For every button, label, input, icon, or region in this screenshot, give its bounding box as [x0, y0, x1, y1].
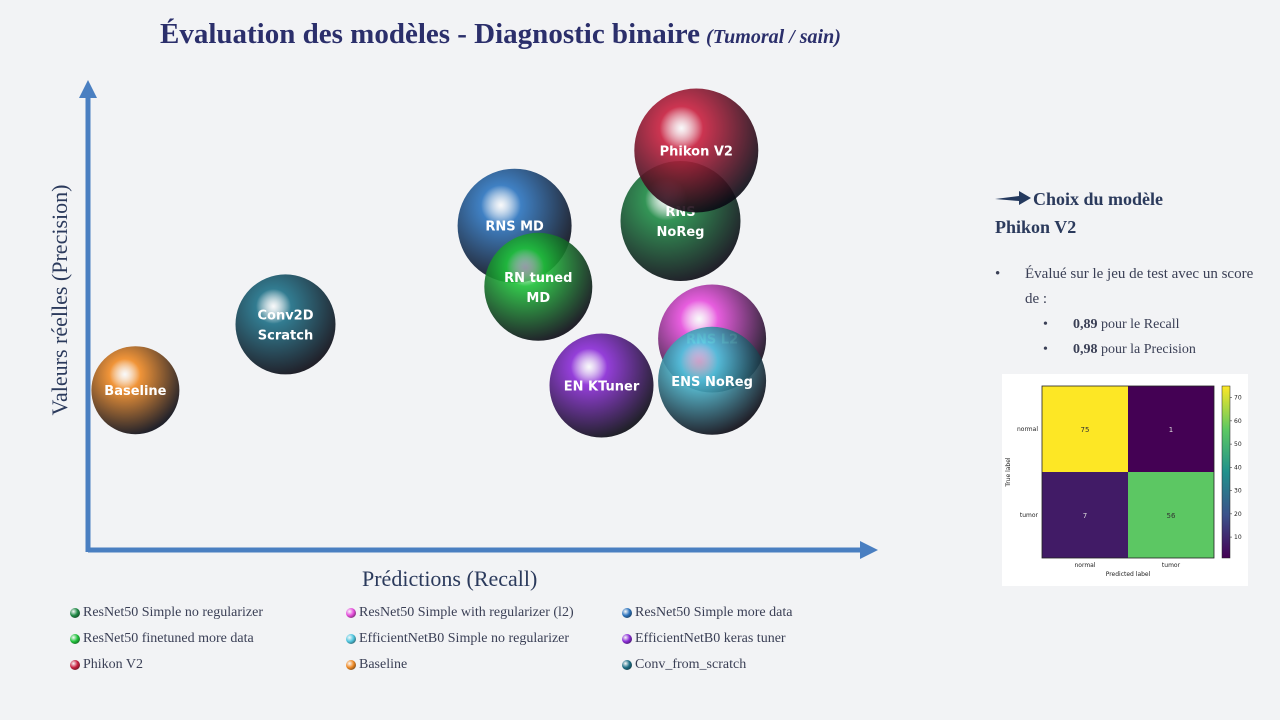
bubble-label: Phikon V2 — [660, 145, 733, 160]
cm-cell — [1128, 472, 1214, 558]
legend-label: Conv_from_scratch — [635, 657, 747, 672]
bubble-label: Baseline — [104, 384, 166, 399]
cm-colorbar-tick: 30 — [1234, 488, 1242, 495]
legend-item: EfficientNetB0 Simple no regularizer — [346, 630, 622, 648]
page-title: Évaluation des modèles - Diagnostic bina… — [160, 18, 841, 51]
cm-y-label: True label — [1005, 457, 1012, 487]
choice-title: Choix du modèle — [1033, 189, 1164, 209]
x-axis-label: Prédictions (Recall) — [362, 566, 538, 591]
cm-cell-value: 75 — [1081, 426, 1090, 434]
model-choice: Choix du modèle Phikon V2 — [995, 186, 1270, 240]
bubble-point — [658, 326, 767, 435]
cm-x-tick: normal — [1074, 562, 1095, 569]
legend-swatch — [622, 608, 632, 618]
cm-colorbar-tick: 50 — [1234, 441, 1242, 448]
legend-item: Conv_from_scratch — [622, 656, 898, 674]
precision-value: 0,98 — [1073, 341, 1098, 357]
cm-cell-value: 7 — [1083, 512, 1087, 520]
legend-item: Phikon V2 — [70, 656, 346, 674]
recall-text: pour le Recall — [1097, 316, 1180, 332]
legend-swatch — [622, 634, 632, 644]
legend-swatch — [346, 608, 356, 618]
bubble-point — [634, 88, 759, 213]
legend-item: Baseline — [346, 656, 622, 674]
y-axis-label: Valeurs réelles (Precision) — [47, 184, 72, 416]
legend-item: ResNet50 Simple more data — [622, 604, 898, 622]
cm-x-tick: tumor — [1162, 562, 1181, 569]
legend-swatch — [70, 634, 80, 644]
model-choice-panel: Choix du modèle Phikon V2 Évalué sur le … — [995, 186, 1270, 362]
cm-colorbar-tick: 70 — [1234, 395, 1242, 402]
legend-label: ResNet50 Simple no regularizer — [83, 605, 264, 620]
cm-frame — [1041, 385, 1215, 559]
cm-y-tick: tumor — [1020, 512, 1039, 519]
legend-label: EfficientNetB0 keras tuner — [635, 631, 786, 646]
bubble-point — [235, 274, 336, 375]
legend-item: EfficientNetB0 keras tuner — [622, 630, 898, 648]
cm-cell — [1042, 472, 1128, 558]
y-axis-arrowhead — [79, 80, 97, 98]
legend-label: ResNet50 Simple more data — [635, 605, 793, 620]
legend-swatch — [70, 608, 80, 618]
legend-swatch — [346, 634, 356, 644]
cm-y-tick: normal — [1017, 426, 1038, 433]
cm-cell-value: 1 — [1169, 426, 1173, 434]
legend-swatch — [70, 660, 80, 670]
bubble-label: EN KTuner — [564, 380, 640, 395]
legend-swatch — [346, 660, 356, 670]
legend-swatch — [622, 660, 632, 670]
legend-item: ResNet50 finetuned more data — [70, 630, 346, 648]
bullet-evaluation: Évalué sur le jeu de test avec un score … — [995, 262, 1270, 312]
legend-label: Phikon V2 — [83, 657, 144, 672]
cm-colorbar-tick: 40 — [1234, 464, 1242, 471]
title-sub: (Tumoral / sain) — [706, 26, 841, 48]
bubble-label: ENS NoReg — [671, 375, 753, 390]
bubble-point — [549, 333, 654, 438]
choice-model: Phikon V2 — [995, 216, 1077, 237]
legend-item: ResNet50 Simple no regularizer — [70, 604, 346, 622]
legend-label: ResNet50 Simple with regularizer (l2) — [359, 605, 574, 620]
bullet-recall: 0,89 pour le Recall — [995, 312, 1270, 337]
x-axis-arrowhead — [860, 541, 878, 559]
legend-label: ResNet50 finetuned more data — [83, 631, 254, 646]
legend-label: EfficientNetB0 Simple no regularizer — [359, 631, 570, 646]
score-bullets: Évalué sur le jeu de test avec un score … — [995, 262, 1270, 362]
cm-cell — [1128, 386, 1214, 472]
recall-value: 0,89 — [1073, 316, 1098, 332]
cm-cell-value: 56 — [1167, 512, 1176, 520]
cm-colorbar — [1221, 385, 1231, 559]
arrow-right-icon — [995, 188, 1031, 214]
bubble-label: RNS MD — [485, 220, 544, 235]
cm-colorbar-tick: 20 — [1234, 511, 1242, 518]
precision-text: pour la Precision — [1097, 341, 1196, 357]
cm-cell — [1042, 386, 1128, 472]
cm-colorbar-tick: 10 — [1234, 534, 1242, 541]
cm-colorbar-tick: 60 — [1234, 418, 1242, 425]
cm-x-label: Predicted label — [1106, 571, 1151, 578]
bubble-point — [484, 232, 593, 341]
legend-item: ResNet50 Simple with regularizer (l2) — [346, 604, 622, 622]
bullet-precision: 0,98 pour la Precision — [995, 337, 1270, 362]
legend-label: Baseline — [359, 657, 408, 672]
bubble-point — [91, 346, 180, 435]
title-main: Évaluation des modèles - Diagnostic bina… — [160, 18, 701, 50]
chart-legend: ResNet50 Simple no regularizer ResNet50 S… — [70, 604, 890, 674]
